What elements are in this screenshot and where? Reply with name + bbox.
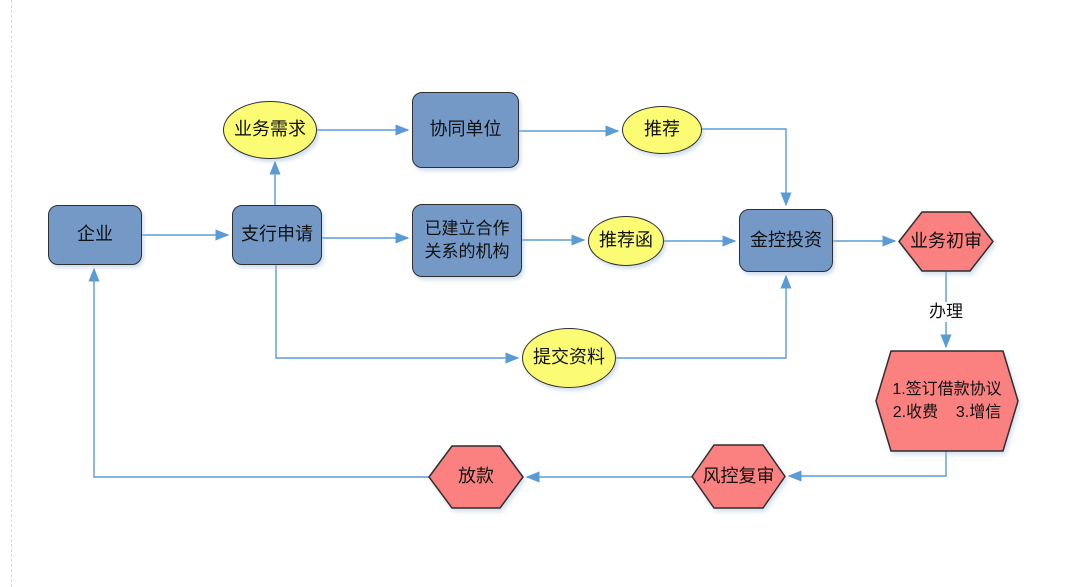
- hexagon-shape: [898, 211, 994, 272]
- node-yewuxuqiu: 业务需求: [223, 101, 317, 159]
- node-chushen: 业务初审: [898, 211, 994, 272]
- node-xietong-label: 协同单位: [429, 119, 502, 140]
- node-fengkong-label: 风控复审: [702, 465, 775, 486]
- page-margin-guide: [11, 0, 12, 587]
- node-qiye: 企业: [48, 205, 142, 265]
- node-banliitems: 1.签订借款协议 2.收费 3.增信: [875, 350, 1019, 452]
- edge-banliitems-fengkong: [787, 451, 947, 482]
- edge-tijiao-jinkong: [616, 274, 792, 359]
- node-fangkuan-label: 放款: [458, 466, 494, 487]
- node-tijiao: 提交资料: [522, 328, 616, 388]
- node-yewuxuqiu-label: 业务需求: [234, 119, 306, 140]
- node-zhihang-label: 支行申请: [241, 224, 313, 245]
- node-tuijian: 推荐: [622, 106, 702, 154]
- node-fangkuan: 放款: [428, 445, 524, 509]
- node-tijiao-label: 提交资料: [533, 347, 605, 368]
- node-banliitems-label: 1.签订借款协议 2.收费 3.增信: [892, 380, 1002, 421]
- edge-tuijian-jinkong: [702, 128, 792, 207]
- hexagon-shape: [691, 444, 786, 509]
- node-tuijianhan-label: 推荐函: [599, 230, 653, 251]
- node-xietong: 协同单位: [412, 92, 519, 168]
- node-jianli: 已建立合作 关系的机构: [412, 204, 522, 277]
- node-tuijian-label: 推荐: [644, 119, 680, 140]
- hexagon-shape: [875, 350, 1019, 452]
- hexagon-shape: [428, 445, 524, 509]
- edge-zhihang-tijiao: [275, 265, 520, 364]
- node-jianli-label: 已建立合作 关系的机构: [424, 218, 510, 261]
- node-fengkong: 风控复审: [691, 444, 786, 509]
- node-zhihang: 支行申请: [232, 205, 322, 265]
- node-tuijianhan: 推荐函: [588, 216, 664, 266]
- node-jinkong-label: 金控投资: [750, 229, 822, 250]
- node-jinkong: 金控投资: [739, 209, 833, 272]
- edge-label-banli: 办理: [918, 302, 974, 322]
- node-chushen-label: 业务初审: [910, 230, 982, 251]
- edge-fangkuan-qiye: [88, 267, 429, 478]
- node-qiye-label: 企业: [77, 224, 113, 245]
